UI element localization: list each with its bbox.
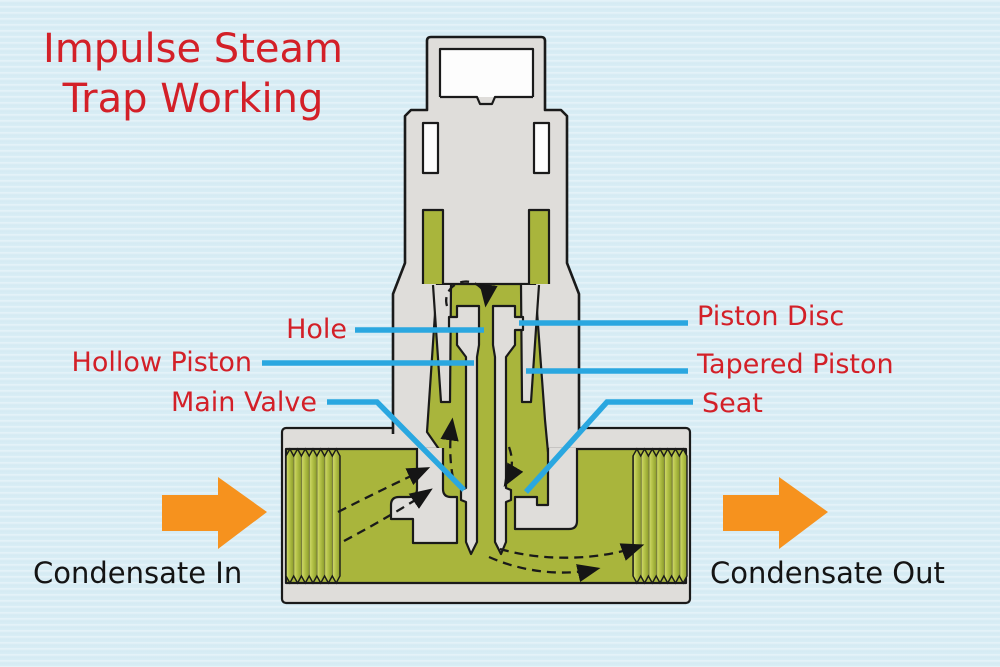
outlet-flow-arrow [499,543,645,561]
flow-arrow-right-icon [723,477,828,549]
right-seat-structure [515,448,577,529]
tapered-piston-wall-right [521,285,539,402]
inlet-threads [285,447,341,585]
inlet-flow-arrow [337,467,431,514]
outlet-threads [632,447,688,585]
flow-arrow-right-icon [162,477,267,549]
leader-lines [262,320,693,494]
label-main-valve: Main Valve [170,387,317,418]
leader-seat [523,399,693,494]
label-seat: Seat [702,388,763,419]
hollow-piston-left-half [447,304,481,556]
internal-parts [389,284,579,556]
down-flow-arrow [503,446,524,487]
page-title-line1: Impulse Steam [43,26,343,72]
page-title-line2: Trap Working [62,76,324,122]
neck-slot-left [421,121,440,175]
inlet-flow-arrow [343,488,433,543]
tapered-piston-wall-left [433,285,451,402]
label-piston-disc: Piston Disc [697,301,845,332]
label-hole: Hole [286,314,347,345]
flow-arrows [337,280,645,583]
condensate-out-label: Condensate Out [710,556,945,590]
chamber-loop-arrow [445,280,498,308]
cap-window [440,49,533,97]
neck-slot-right [532,121,551,175]
label-hollow-piston: Hollow Piston [71,347,252,378]
riser-flow-arrow [440,417,459,479]
condensate-in-label: Condensate In [33,556,243,590]
leader-main-valve [327,399,466,492]
page-title: Impulse Steam Trap Working [28,24,358,124]
label-tapered-piston: Tapered Piston [697,349,894,380]
